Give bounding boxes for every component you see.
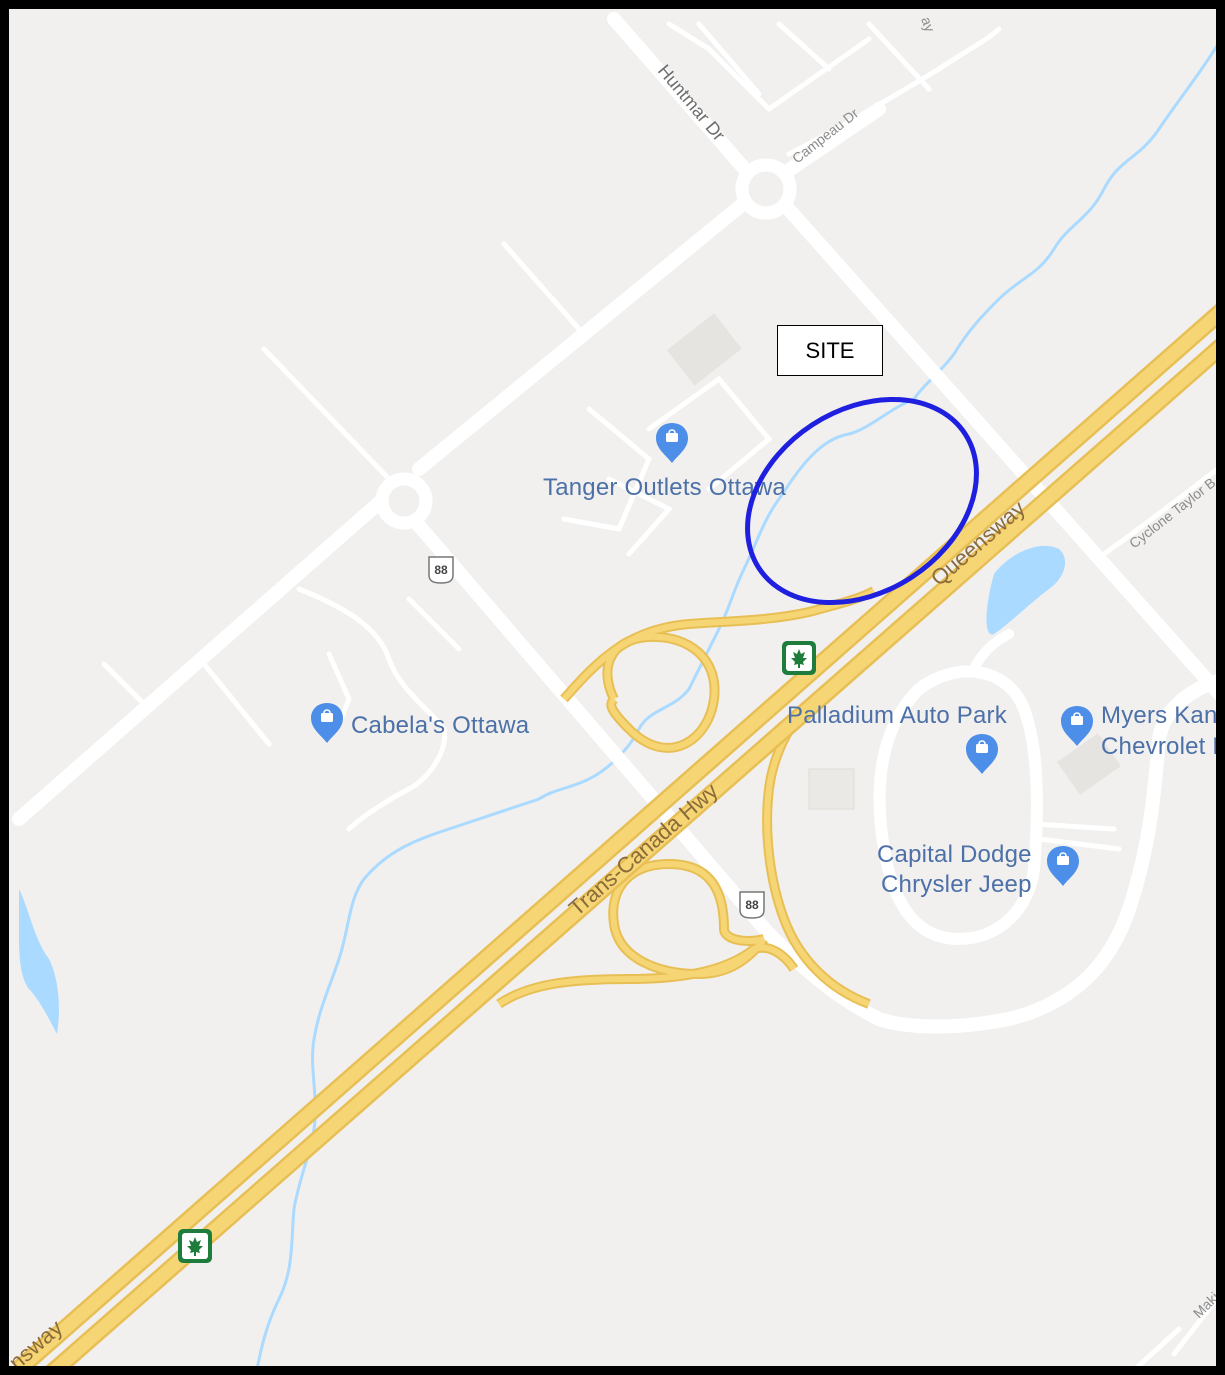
buildings	[666, 313, 1121, 810]
tanger-outlets-label[interactable]: Tanger Outlets Ottawa	[543, 474, 786, 501]
svg-text:88: 88	[434, 563, 448, 577]
stream-north	[912, 44, 1216, 401]
poi-shopping-marker-icon[interactable]	[1047, 846, 1079, 886]
trans-canada-shield-icon	[782, 641, 816, 675]
cabelas-label[interactable]: Cabela's Ottawa	[351, 712, 530, 739]
route-88-shield-south: 88	[739, 891, 765, 919]
queensway-carriageways	[13, 304, 1216, 1366]
route-88-south	[402, 507, 1216, 1034]
map-canvas[interactable]: Huntmar Dr Campeau Dr ay Cyclone Taylor …	[9, 9, 1225, 1375]
roundabouts	[375, 158, 797, 530]
poi-shopping-marker-icon[interactable]	[1061, 706, 1093, 746]
palladium-loop	[873, 665, 1043, 946]
campeau-dr	[12, 102, 886, 826]
myers-kanata-label-line1[interactable]: Myers Kana	[1101, 702, 1225, 729]
poi-shopping-marker-icon[interactable]	[656, 423, 688, 463]
pond-east	[986, 545, 1066, 635]
local-roads	[101, 21, 1216, 1366]
huntmar-dr	[607, 12, 1216, 701]
arterial-roads	[12, 12, 1216, 1034]
pond-west	[19, 889, 59, 1034]
site-label: SITE	[805, 337, 855, 363]
capital-dodge-label-line2[interactable]: Chrysler Jeep	[881, 871, 1032, 898]
stream-central	[256, 397, 916, 1366]
capital-dodge-label-line1[interactable]: Capital Dodge	[877, 841, 1032, 868]
top-road-partial-label: ay	[918, 15, 938, 34]
svg-text:88: 88	[745, 898, 759, 912]
myers-kanata-label-line2[interactable]: Chevrolet B	[1101, 733, 1225, 760]
trans-canada-shield-icon	[178, 1229, 212, 1263]
site-label-box: SITE	[777, 325, 883, 376]
waterways	[256, 44, 1216, 1366]
poi-shopping-marker-icon[interactable]	[966, 734, 998, 774]
poi-shopping-marker-icon[interactable]	[311, 703, 343, 743]
land-area	[9, 9, 1216, 1366]
palladium-auto-park-label[interactable]: Palladium Auto Park	[787, 702, 1008, 729]
route-88-shield-north: 88	[428, 556, 454, 584]
site-ellipse	[745, 396, 979, 606]
highways	[13, 304, 1216, 1366]
